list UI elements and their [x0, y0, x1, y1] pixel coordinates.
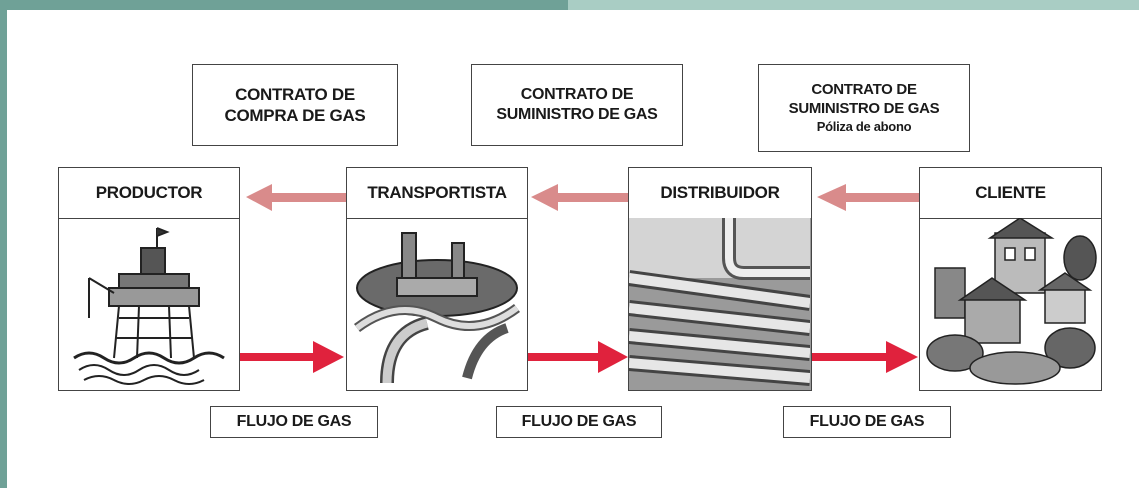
flow-label: FLUJO DE GAS [210, 406, 378, 438]
actor-distribuidor: DISTRIBUIDOR [627, 167, 812, 391]
contract-line: SUMINISTRO DE GAS [496, 106, 658, 123]
flow-arrow-right-icon [528, 341, 628, 373]
houses-icon [920, 217, 1101, 390]
contract-arrow-left-icon [817, 184, 919, 211]
actor-label: PRODUCTOR [59, 168, 239, 219]
flow-arrows [240, 341, 918, 373]
actor-transportista: TRANSPORTISTA [346, 167, 528, 391]
flow-label: FLUJO DE GAS [783, 406, 951, 438]
contract-line: CONTRATO DE [235, 84, 355, 104]
contract-arrow-left-icon [531, 184, 628, 211]
contract-line: CONTRATO DE [520, 86, 634, 103]
flow-arrow-right-icon [240, 341, 344, 373]
contract-supply-client-box: CONTRATO DE SUMINISTRO DE GAS Póliza de … [758, 64, 970, 152]
actor-label: CLIENTE [920, 168, 1101, 219]
flow-label: FLUJO DE GAS [496, 406, 662, 438]
pipes-network-icon [627, 218, 812, 390]
contract-arrow-left-icon [246, 184, 346, 211]
header-band-dark [0, 0, 568, 10]
contract-note: Póliza de abono [816, 118, 912, 134]
contract-arrows [246, 184, 919, 211]
pipeline-plant-icon [347, 218, 527, 390]
contract-line: COMPRA DE GAS [224, 106, 366, 125]
contract-line: SUMINISTRO DE GAS [788, 99, 940, 117]
left-side-strip [0, 10, 7, 488]
offshore-platform-icon [59, 218, 239, 390]
actor-productor: PRODUCTOR [58, 167, 240, 391]
actor-label: TRANSPORTISTA [347, 168, 527, 219]
contract-supply-box: CONTRATO DE SUMINISTRO DE GAS [471, 64, 683, 146]
contract-line: CONTRATO DE [811, 81, 917, 99]
actor-cliente: CLIENTE [919, 167, 1102, 391]
contract-purchase-box: CONTRATO DE COMPRA DE GAS [192, 64, 398, 146]
header-band-light [568, 0, 1139, 10]
flow-arrow-right-icon [812, 341, 918, 373]
